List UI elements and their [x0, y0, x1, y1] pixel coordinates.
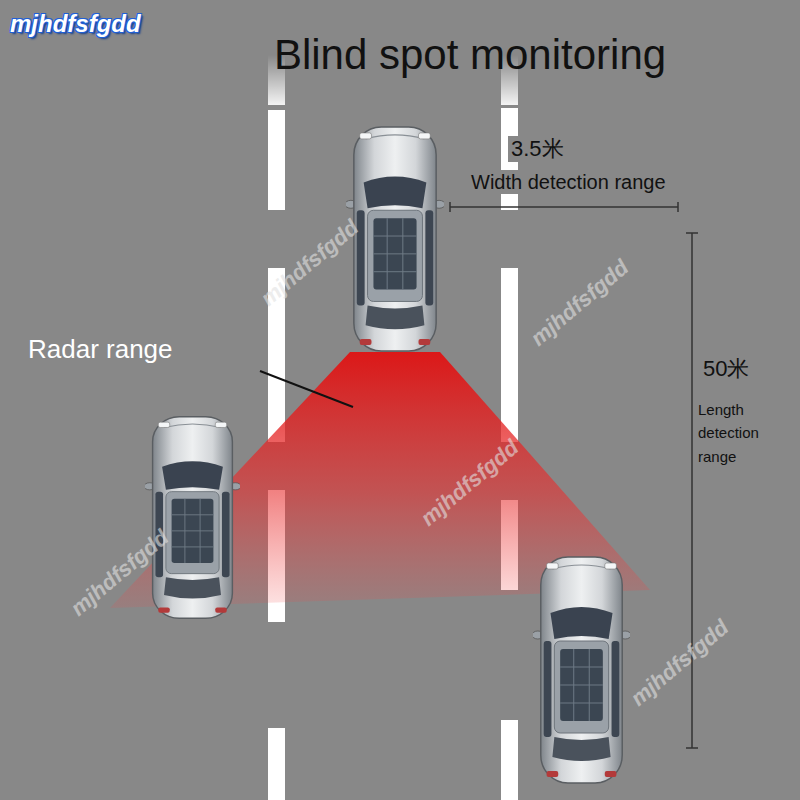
watermark: mjhdfsfgdd: [256, 215, 365, 312]
watermark: mjhdfsfgdd: [66, 525, 175, 622]
left-car: [144, 417, 241, 618]
width-value: 3.5米: [508, 136, 567, 162]
watermark: mjhdfsfgdd: [526, 255, 635, 352]
title: Blind spot monitoring: [274, 30, 666, 80]
watermark: mjhdfsfgdd: [416, 435, 525, 532]
width-dimension-line: [450, 202, 678, 212]
right-car: [532, 557, 631, 783]
own-car: [345, 127, 445, 351]
length-label: Length detection range: [698, 398, 780, 468]
radar-label: Radar range: [28, 334, 173, 365]
watermark: mjhdfsfgdd: [626, 615, 735, 712]
leader-line: [260, 371, 353, 407]
watermark: mjhdfsfgdd: [10, 10, 141, 39]
length-value: 50米: [703, 356, 749, 382]
width-label: Width detection range: [468, 170, 669, 194]
